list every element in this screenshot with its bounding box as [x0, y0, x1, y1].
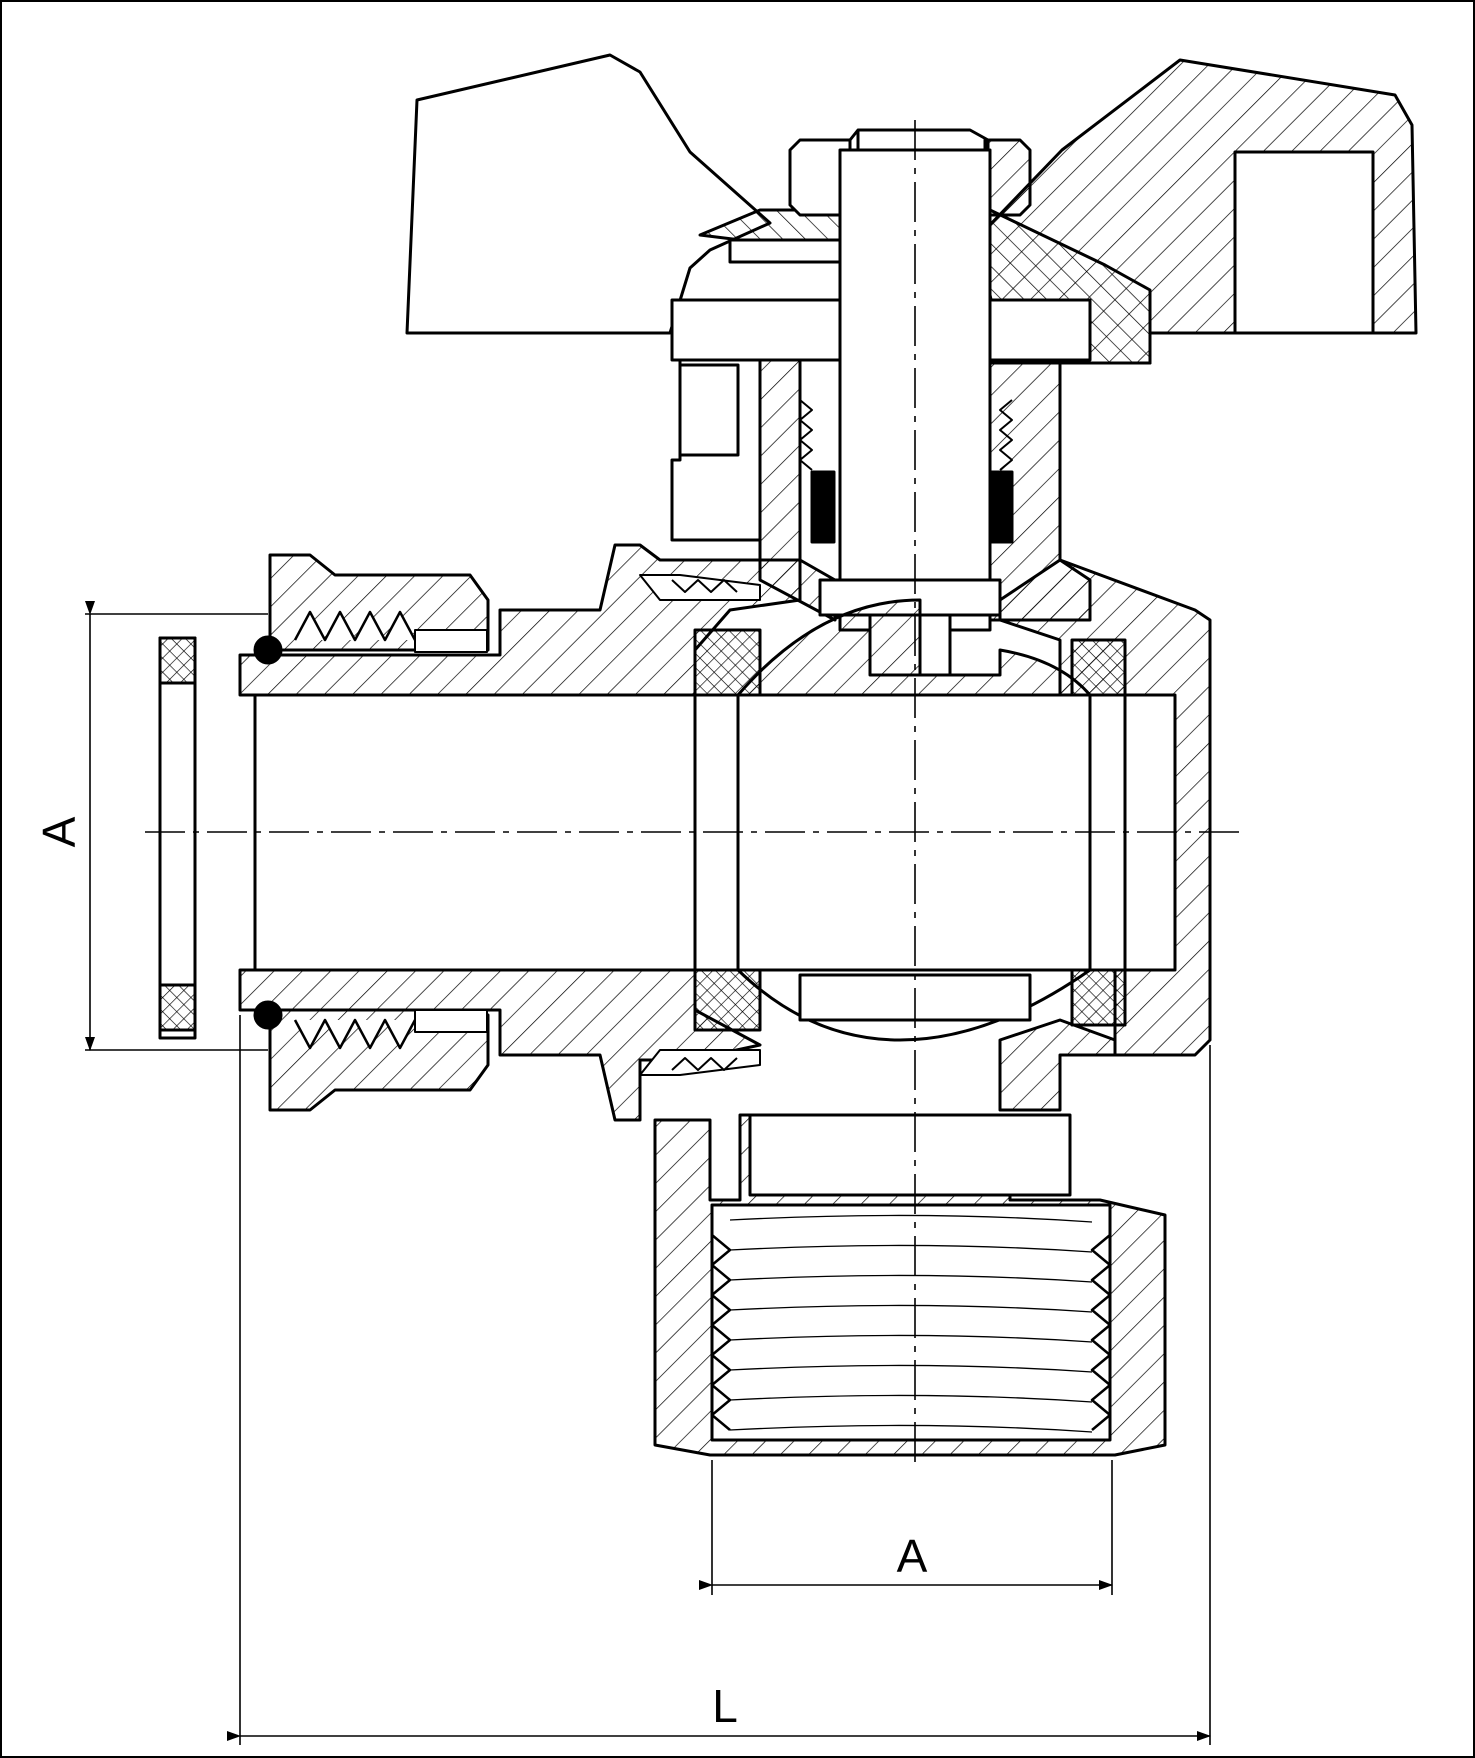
- dimension-label-a-vertical: A: [33, 816, 85, 847]
- dimension-label-l: L: [712, 1680, 738, 1732]
- center-lines: [145, 120, 1245, 1470]
- dimension-a-horizontal: [699, 1460, 1113, 1595]
- dimension-l: [227, 1015, 1211, 1745]
- o-ring-bottom: [253, 1000, 283, 1030]
- dimension-a-vertical: [85, 601, 268, 1051]
- seat-retainer: [639, 574, 761, 1076]
- valve-stem: [818, 148, 1002, 677]
- union-nut: [268, 553, 490, 1112]
- ball-seats: [693, 628, 1127, 1032]
- dimension-label-a-horizontal: A: [897, 1530, 928, 1582]
- o-ring-top: [253, 635, 283, 665]
- threaded-outlet: [653, 1113, 1167, 1457]
- flat-gasket: [158, 636, 197, 1040]
- valve-ball: [736, 598, 1092, 1042]
